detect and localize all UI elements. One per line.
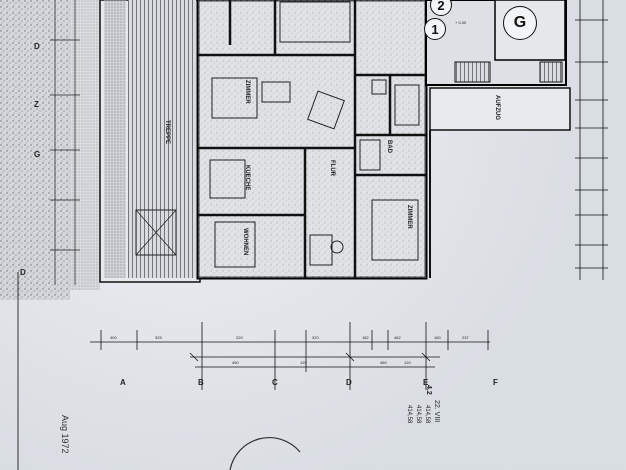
axis-label-f: F	[493, 378, 498, 387]
left-axis-label-4: D	[20, 268, 26, 277]
dimension-6: 462	[394, 335, 401, 340]
axis-label-b: B	[198, 378, 204, 387]
dimension-2: 325	[155, 335, 162, 340]
left-axis-label-3: G	[34, 150, 41, 159]
axis-label-a: A	[120, 378, 126, 387]
building-marker-g: G	[503, 6, 537, 40]
dimension-5: 182	[362, 335, 369, 340]
dimension-10: 125	[300, 360, 307, 365]
dimension-7: 160	[434, 335, 441, 340]
axis-label-c: C	[272, 378, 278, 387]
grid-marker-1: 1	[424, 18, 446, 40]
axis-label-d: D	[346, 378, 352, 387]
revision-note-3: 414,58	[406, 405, 412, 424]
sheet-mark: 4.2	[425, 385, 432, 395]
left-axis-label-1: D	[34, 42, 40, 51]
revision-note-1: 414,58	[424, 405, 430, 424]
level-mark: + 0.00	[455, 20, 467, 25]
dimension-3: 220	[236, 335, 243, 340]
room-label-elevator: AUFZUG	[494, 95, 500, 120]
room-label-zimmer-1: ZIMMER	[244, 80, 250, 104]
dimension-1: 400	[110, 335, 117, 340]
room-label-living: WOHNEN	[242, 228, 248, 256]
axis-label-e: E	[423, 378, 429, 387]
dimension-9: 450	[232, 360, 239, 365]
room-label-zimmer-2: ZIMMER	[406, 205, 412, 229]
left-axis-label-2: Z	[34, 100, 39, 109]
room-label-hall: FLUR	[329, 160, 335, 176]
revision-header: 22. VIII	[433, 400, 440, 423]
drawing-date: Aug 1972	[60, 415, 70, 454]
room-label-bath: BAD	[386, 140, 392, 153]
dimension-4: 320	[312, 335, 319, 340]
room-label-stairs: TREPPE	[164, 120, 170, 145]
grid-marker-2: 2	[430, 0, 452, 16]
room-label-kitchen: KUECHE	[244, 165, 250, 191]
dimension-8: 237	[462, 335, 469, 340]
dimension-12: 120	[404, 360, 411, 365]
dimension-11: 460	[380, 360, 387, 365]
revision-note-2: 414,58	[415, 405, 421, 424]
